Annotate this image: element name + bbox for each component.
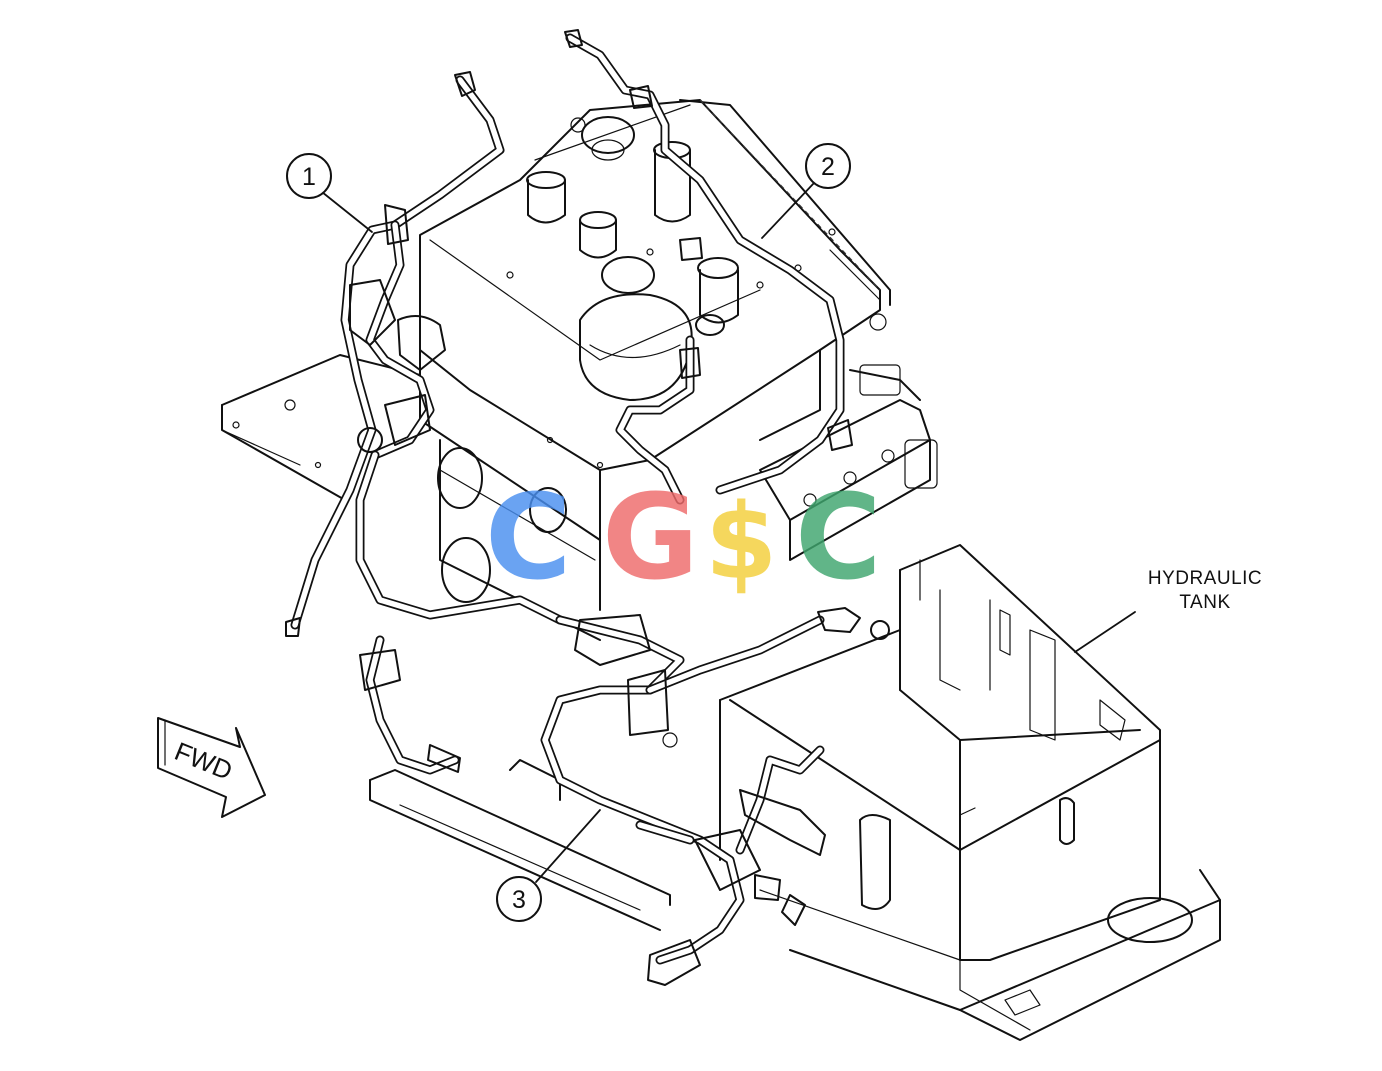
callout-1: 1	[286, 153, 373, 233]
callout-3-label: 3	[512, 886, 526, 914]
callout-1-label: 1	[302, 163, 316, 191]
harness-2	[564, 29, 853, 505]
control-valve	[759, 364, 938, 561]
watermark-letter-c2: C	[795, 468, 882, 606]
upper-right-frame	[679, 99, 891, 306]
callout-2: 2	[761, 143, 851, 239]
hydraulic-tank-label-line1: HYDRAULIC	[1148, 568, 1262, 589]
callout-2-label: 2	[821, 153, 835, 181]
fwd-arrow: FWD	[157, 717, 266, 818]
harness-3	[359, 607, 890, 986]
callout-3: 3	[496, 809, 601, 922]
watermark-logo: C G $ C	[485, 468, 882, 606]
watermark-letter-dollar: $	[705, 481, 777, 603]
hydraulic-tank-label: HYDRAULIC TANK	[1074, 568, 1262, 653]
harness-1	[285, 71, 565, 637]
hydraulic-tank-label-line2: TANK	[1179, 592, 1230, 613]
watermark-letter-g: G	[602, 468, 699, 606]
hydraulic-tank	[719, 544, 1221, 1041]
watermark-letter-c1: C	[485, 468, 572, 606]
rear-lower-frame	[369, 759, 671, 931]
